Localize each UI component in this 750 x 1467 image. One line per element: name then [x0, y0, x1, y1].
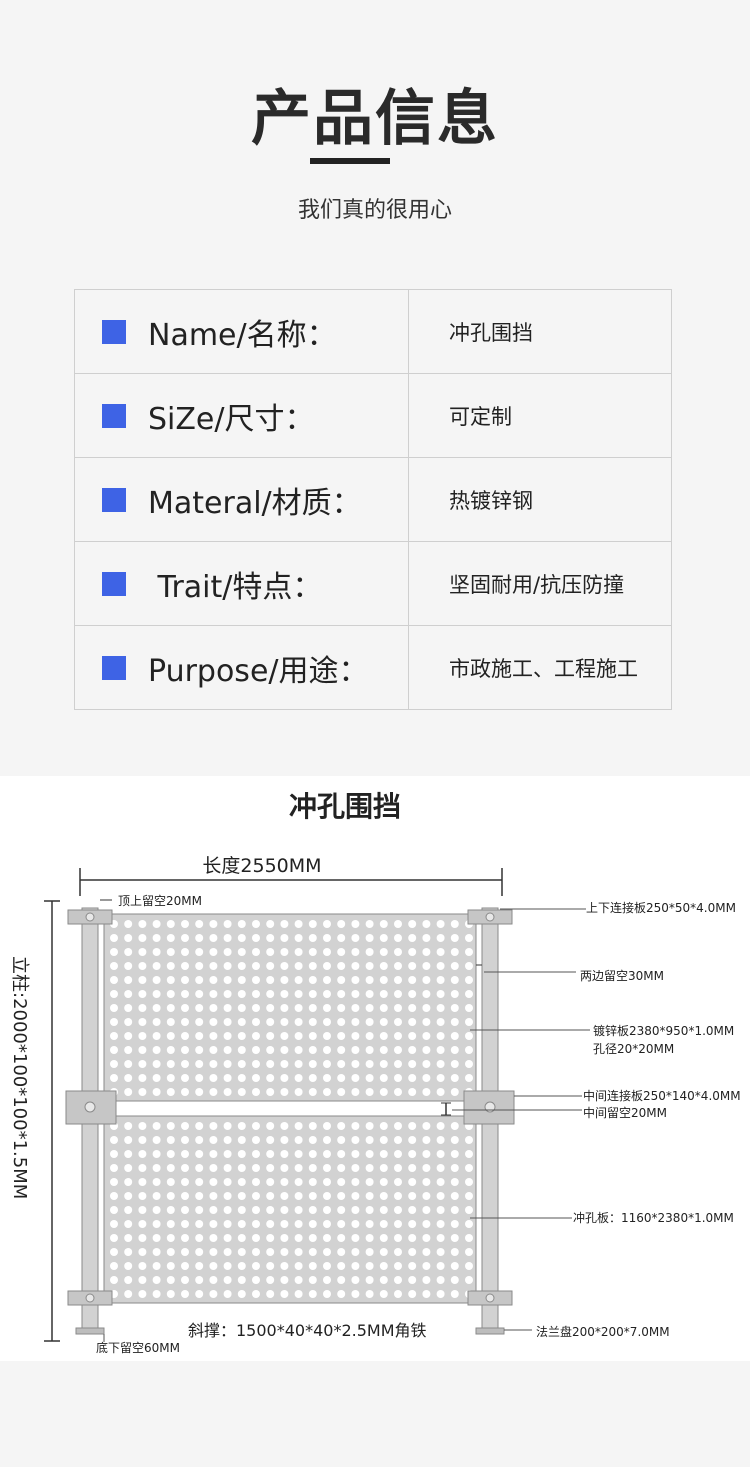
- side-gap-label: 两边留空30MM: [580, 969, 664, 983]
- bullet-square-icon: [102, 403, 126, 428]
- spec-label: Name/名称：: [148, 317, 337, 353]
- bottom-gap-label: 底下留空60MM: [96, 1340, 180, 1355]
- spec-row-purpose: Purpose/用途： 市政施工、工程施工: [74, 625, 672, 710]
- page-bottom: [0, 1361, 750, 1467]
- spec-row-size: SiZe/尺寸： 可定制: [74, 373, 672, 458]
- spec-value: 热镀锌钢: [408, 457, 672, 542]
- top-bottom-plate-label: 上下连接板250*50*4.0MM: [586, 900, 736, 915]
- hole-dia-label: 孔径20*20MM: [593, 1042, 674, 1056]
- spec-value: 坚固耐用/抗压防撞: [408, 541, 672, 626]
- fence-diagram: 冲孔围挡 长度2550MM 顶上留空20MM 立柱:2000*100*100*1…: [0, 776, 750, 1361]
- perforation-holes: [110, 1122, 473, 1298]
- galv-plate-label: 镀锌板2380*950*1.0MM: [593, 1024, 734, 1038]
- spec-label: SiZe/尺寸：: [148, 401, 315, 437]
- spec-label: Materal/材质：: [148, 485, 362, 521]
- bullet-square-icon: [102, 487, 126, 512]
- bullet-square-icon: [102, 571, 126, 596]
- perforation-holes: [110, 920, 473, 1096]
- spec-value: 市政施工、工程施工: [408, 625, 672, 710]
- spec-value: 冲孔围挡: [408, 289, 672, 374]
- spec-label: Trait/特点：: [148, 569, 323, 605]
- spec-row-name: Name/名称： 冲孔围挡: [74, 289, 672, 374]
- mid-plate-label: 中间连接板250*140*4.0MM: [583, 1088, 741, 1103]
- flange-label: 法兰盘200*200*7.0MM: [536, 1324, 670, 1339]
- spec-value: 可定制: [408, 373, 672, 458]
- spec-label: Purpose/用途：: [148, 653, 369, 689]
- bullet-square-icon: [102, 655, 126, 680]
- bullet-square-icon: [102, 319, 126, 344]
- top-gap-label: 顶上留空20MM: [118, 894, 202, 908]
- brace-label: 斜撑：1500*40*40*2.5MM角铁: [188, 1321, 427, 1340]
- spec-row-material: Materal/材质： 热镀锌钢: [74, 457, 672, 542]
- mid-gap-label: 中间留空20MM: [583, 1105, 667, 1120]
- length-label: 长度2550MM: [202, 855, 321, 877]
- spec-row-trait: Trait/特点： 坚固耐用/抗压防撞: [74, 541, 672, 626]
- page-subtitle: 我们真的很用心: [297, 198, 452, 223]
- title-underline: [310, 158, 390, 164]
- diagram-title: 冲孔围挡: [289, 790, 401, 823]
- post-label: 立柱:2000*100*100*1.5MM: [9, 956, 30, 1199]
- page-title: 产品信息: [251, 84, 499, 154]
- punch-plate-label: 冲孔板：1160*2380*1.0MM: [573, 1210, 734, 1225]
- spec-table: Name/名称： 冲孔围挡 SiZe/尺寸： 可定制 Materal/材质： 热…: [74, 289, 672, 710]
